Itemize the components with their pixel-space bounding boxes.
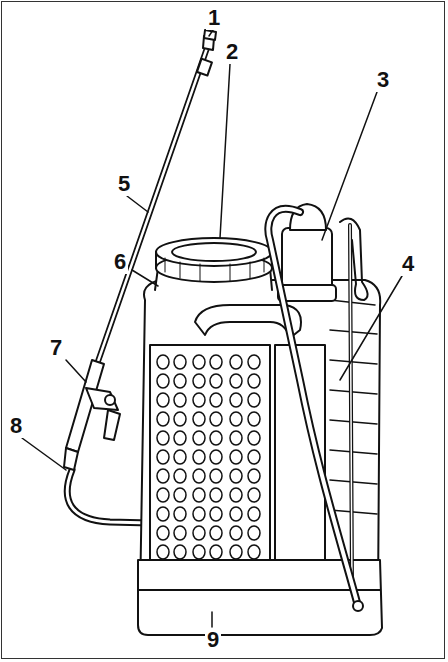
panel-hole (174, 545, 186, 559)
panel-hole (174, 374, 186, 388)
panel-hole (248, 412, 260, 426)
panel-hole (174, 355, 186, 369)
callout-number: 7 (48, 336, 64, 360)
panel-hole (157, 450, 169, 464)
panel-hole (174, 526, 186, 540)
panel-hole (157, 355, 169, 369)
panel-hole (210, 412, 222, 426)
panel-hole (157, 393, 169, 407)
panel-hole (157, 374, 169, 388)
panel-hole (193, 507, 205, 521)
panel-hole (248, 526, 260, 540)
panel-hole (210, 355, 222, 369)
panel-hole (230, 469, 242, 483)
callout-number: 6 (112, 250, 128, 274)
panel-hole (210, 431, 222, 445)
panel-hole (174, 507, 186, 521)
panel-hole (210, 507, 222, 521)
panel-hole (230, 393, 242, 407)
panel-hole (174, 450, 186, 464)
panel-hole (210, 488, 222, 502)
panel-hole (193, 412, 205, 426)
panel-hole (230, 374, 242, 388)
panel-hole (230, 507, 242, 521)
panel-hole (193, 450, 205, 464)
callout-number: 5 (116, 172, 132, 196)
callout-number: 8 (8, 414, 24, 438)
panel-hole (174, 412, 186, 426)
panel-hole (230, 526, 242, 540)
panel-hole (174, 393, 186, 407)
panel-hole (193, 488, 205, 502)
panel-hole (157, 545, 169, 559)
panel-hole (230, 450, 242, 464)
panel-hole (248, 393, 260, 407)
panel-hole (230, 545, 242, 559)
panel-hole (248, 507, 260, 521)
panel-hole (230, 488, 242, 502)
panel-hole (248, 450, 260, 464)
callout-number: 9 (205, 628, 221, 652)
callout-number: 1 (206, 6, 222, 30)
panel-hole (157, 507, 169, 521)
panel-hole (157, 412, 169, 426)
panel-hole (210, 469, 222, 483)
panel-hole (193, 469, 205, 483)
panel-hole (210, 526, 222, 540)
panel-hole (174, 488, 186, 502)
panel-hole (193, 374, 205, 388)
panel-hole (230, 355, 242, 369)
panel-hole (174, 431, 186, 445)
panel-hole (248, 374, 260, 388)
panel-hole (193, 545, 205, 559)
panel-hole (193, 526, 205, 540)
panel-hole (248, 488, 260, 502)
panel-hole (248, 355, 260, 369)
panel-hole (230, 412, 242, 426)
panel-hole (157, 469, 169, 483)
panel-hole (210, 450, 222, 464)
panel-hole (193, 393, 205, 407)
panel-hole (157, 526, 169, 540)
panel-hole (174, 469, 186, 483)
panel-hole (210, 374, 222, 388)
callout-number: 2 (224, 40, 240, 64)
panel-hole (248, 431, 260, 445)
panel-hole (230, 431, 242, 445)
panel-hole (248, 469, 260, 483)
panel-hole (193, 355, 205, 369)
panel-hole (248, 545, 260, 559)
callout-number: 3 (375, 68, 391, 92)
panel-hole (157, 488, 169, 502)
callout-number: 4 (400, 252, 416, 276)
panel-hole (193, 431, 205, 445)
panel-hole (157, 431, 169, 445)
panel-hole (210, 545, 222, 559)
panel-hole (210, 393, 222, 407)
